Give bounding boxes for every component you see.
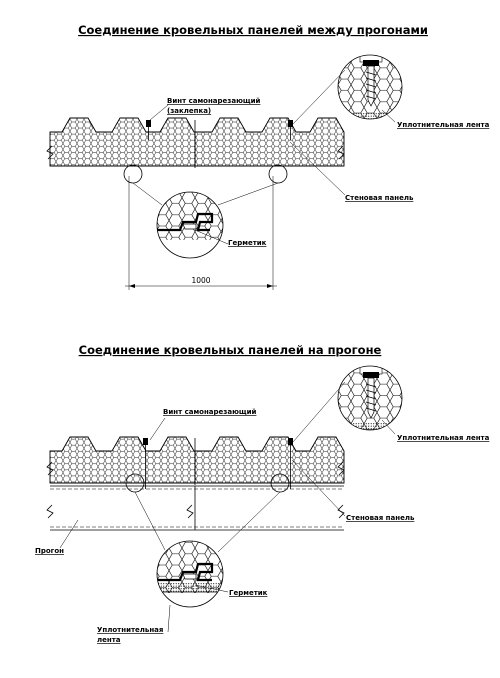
dimension-line: 1000 — [125, 176, 277, 290]
screw-left — [146, 120, 151, 140]
section-1-title: Соединение кровельных панелей между прог… — [78, 23, 428, 37]
section-2: Соединение кровельных панелей на прогоне — [35, 343, 490, 644]
roof-panel-left — [49, 117, 196, 167]
label-sealant-2: Герметик — [229, 589, 268, 597]
roof-panel-right — [194, 117, 345, 167]
joint-marker-left — [123, 164, 143, 184]
detail-circle-sealant — [156, 191, 224, 259]
label-purlin: Прогон — [35, 547, 64, 555]
detail-circle-screw-2 — [337, 365, 403, 431]
detail-circle-screw — [337, 54, 403, 120]
screw-left-2 — [143, 438, 148, 489]
dimension-value: 1000 — [191, 276, 210, 285]
label-sealant: Герметик — [228, 239, 267, 247]
screw-right — [288, 120, 293, 140]
section-2-title: Соединение кровельных панелей на прогоне — [79, 343, 382, 357]
break-mark-left — [46, 145, 54, 160]
label-wall-panel: Стеновая панель — [345, 194, 414, 202]
break-mark-right — [337, 145, 345, 160]
label-screw-2: Винт самонарезающий — [163, 408, 257, 416]
roof-panel-right-2 — [194, 436, 345, 484]
label-sealing-tape-bottom-line-2: лента — [97, 636, 121, 644]
joint-marker-right — [268, 164, 288, 184]
detail-circle-sealant-2 — [156, 540, 224, 608]
label-sealing-tape: Уплотнительная лента — [397, 121, 490, 129]
roof-panel-left-2 — [49, 436, 196, 484]
label-sealing-tape-2: Уплотнительная лента — [397, 434, 490, 442]
screw-right-2 — [288, 438, 293, 489]
label-wall-panel-2: Стеновая панель — [346, 514, 415, 522]
label-sealing-tape-bottom-line-1: Уплотнительная — [97, 626, 163, 634]
label-screw-line-1: Винт самонарезающий — [167, 97, 261, 105]
purlin — [46, 485, 345, 531]
section-1: Соединение кровельных панелей между прог… — [46, 23, 490, 290]
label-screw-line-2: (заклепка) — [167, 107, 211, 115]
